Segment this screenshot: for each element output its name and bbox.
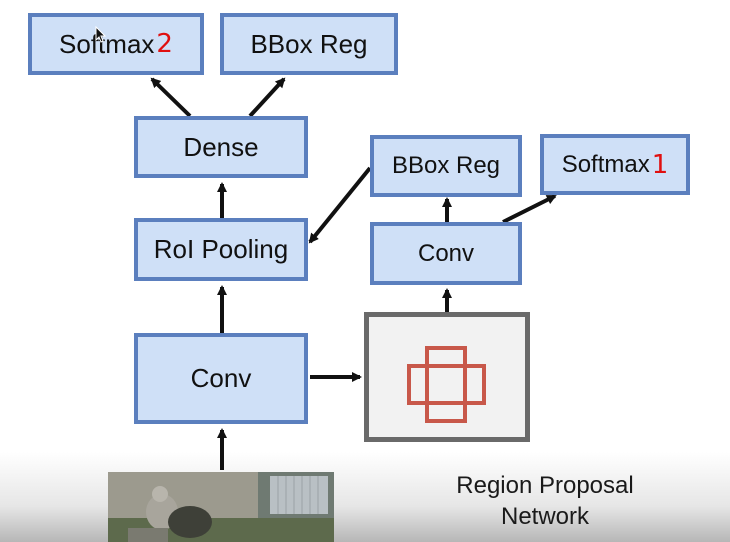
roi-pooling-label: RoI Pooling <box>153 234 289 264</box>
region-proposal-icon <box>407 346 486 423</box>
softmax-rpn-label: Softmax <box>561 150 650 178</box>
softmax-top-label: Softmax <box>59 28 155 59</box>
roi-pooling-box: RoI Pooling <box>134 218 308 281</box>
rpn-caption-line2: Network <box>500 503 590 530</box>
bbox-reg-rpn-label: BBox Reg <box>391 152 501 179</box>
region-proposal-box <box>364 312 530 442</box>
rpn-caption: Region Proposal Network <box>440 470 650 532</box>
conv-main-label: Conv <box>190 363 252 393</box>
arrow-bboxreg-to-roi <box>308 166 372 244</box>
dense-box: Dense <box>134 116 308 178</box>
bbox-reg-box-top: BBox Reg <box>220 13 398 75</box>
mouse-cursor-icon <box>95 26 107 43</box>
softmax-box-top: Softmax 2 <box>28 13 204 75</box>
dense-label: Dense <box>183 131 259 162</box>
conv-box-main: Conv <box>134 333 308 424</box>
arrow-dense-to-softmax <box>150 77 192 118</box>
rpn-caption-line1: Region Proposal <box>456 472 634 499</box>
conv-rpn-label: Conv <box>417 239 475 267</box>
softmax-box-rpn: Softmax 1 <box>540 134 690 195</box>
conv-box-rpn: Conv <box>370 222 522 285</box>
annotation-1: 1 <box>651 149 669 180</box>
bbox-reg-box-rpn: BBox Reg <box>370 135 522 197</box>
input-image <box>108 472 334 542</box>
annotation-2: 2 <box>156 29 173 59</box>
bbox-reg-top-label: BBox Reg <box>250 28 368 59</box>
arrow-conv-to-softmax <box>502 194 557 224</box>
arrow-dense-to-bboxreg <box>248 77 286 118</box>
